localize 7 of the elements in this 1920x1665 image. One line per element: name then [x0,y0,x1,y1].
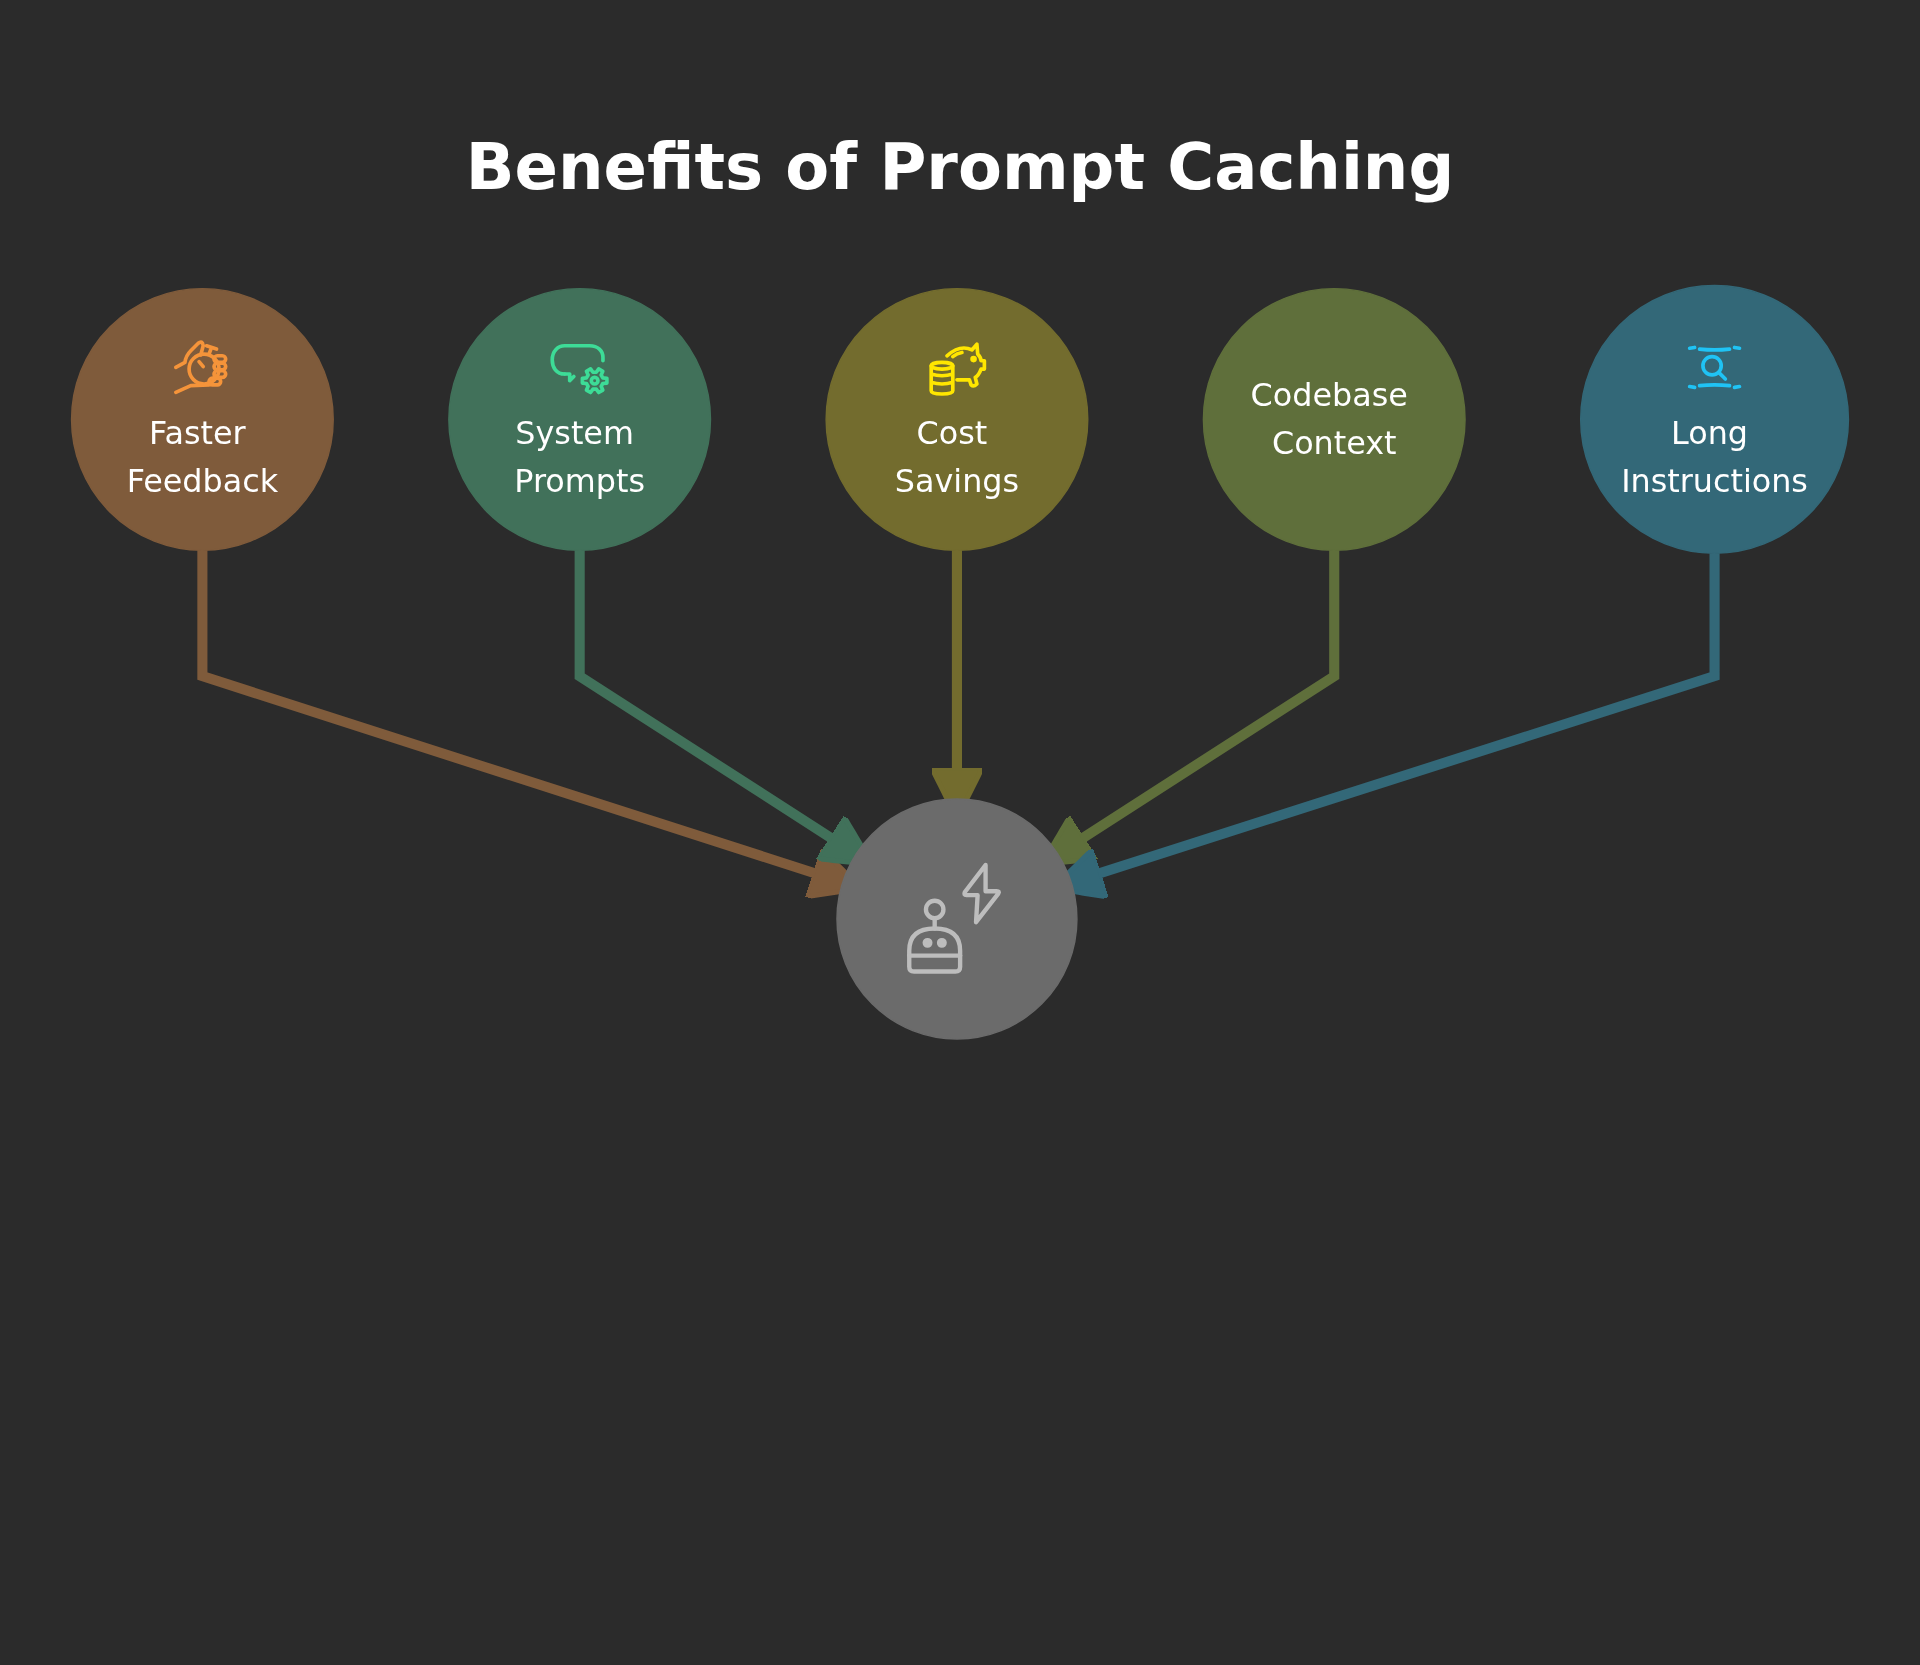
title: Benefits of Prompt Caching [465,129,1455,204]
node-circle: System Prompts [448,287,712,551]
node-circle: Cost Savings [825,287,1089,551]
node-circle: Faster Feedback [70,287,334,551]
node-circle: Codebase Context [1202,287,1466,551]
node-circle [836,798,1078,1040]
node-circle: Long Instructions [1579,284,1850,555]
